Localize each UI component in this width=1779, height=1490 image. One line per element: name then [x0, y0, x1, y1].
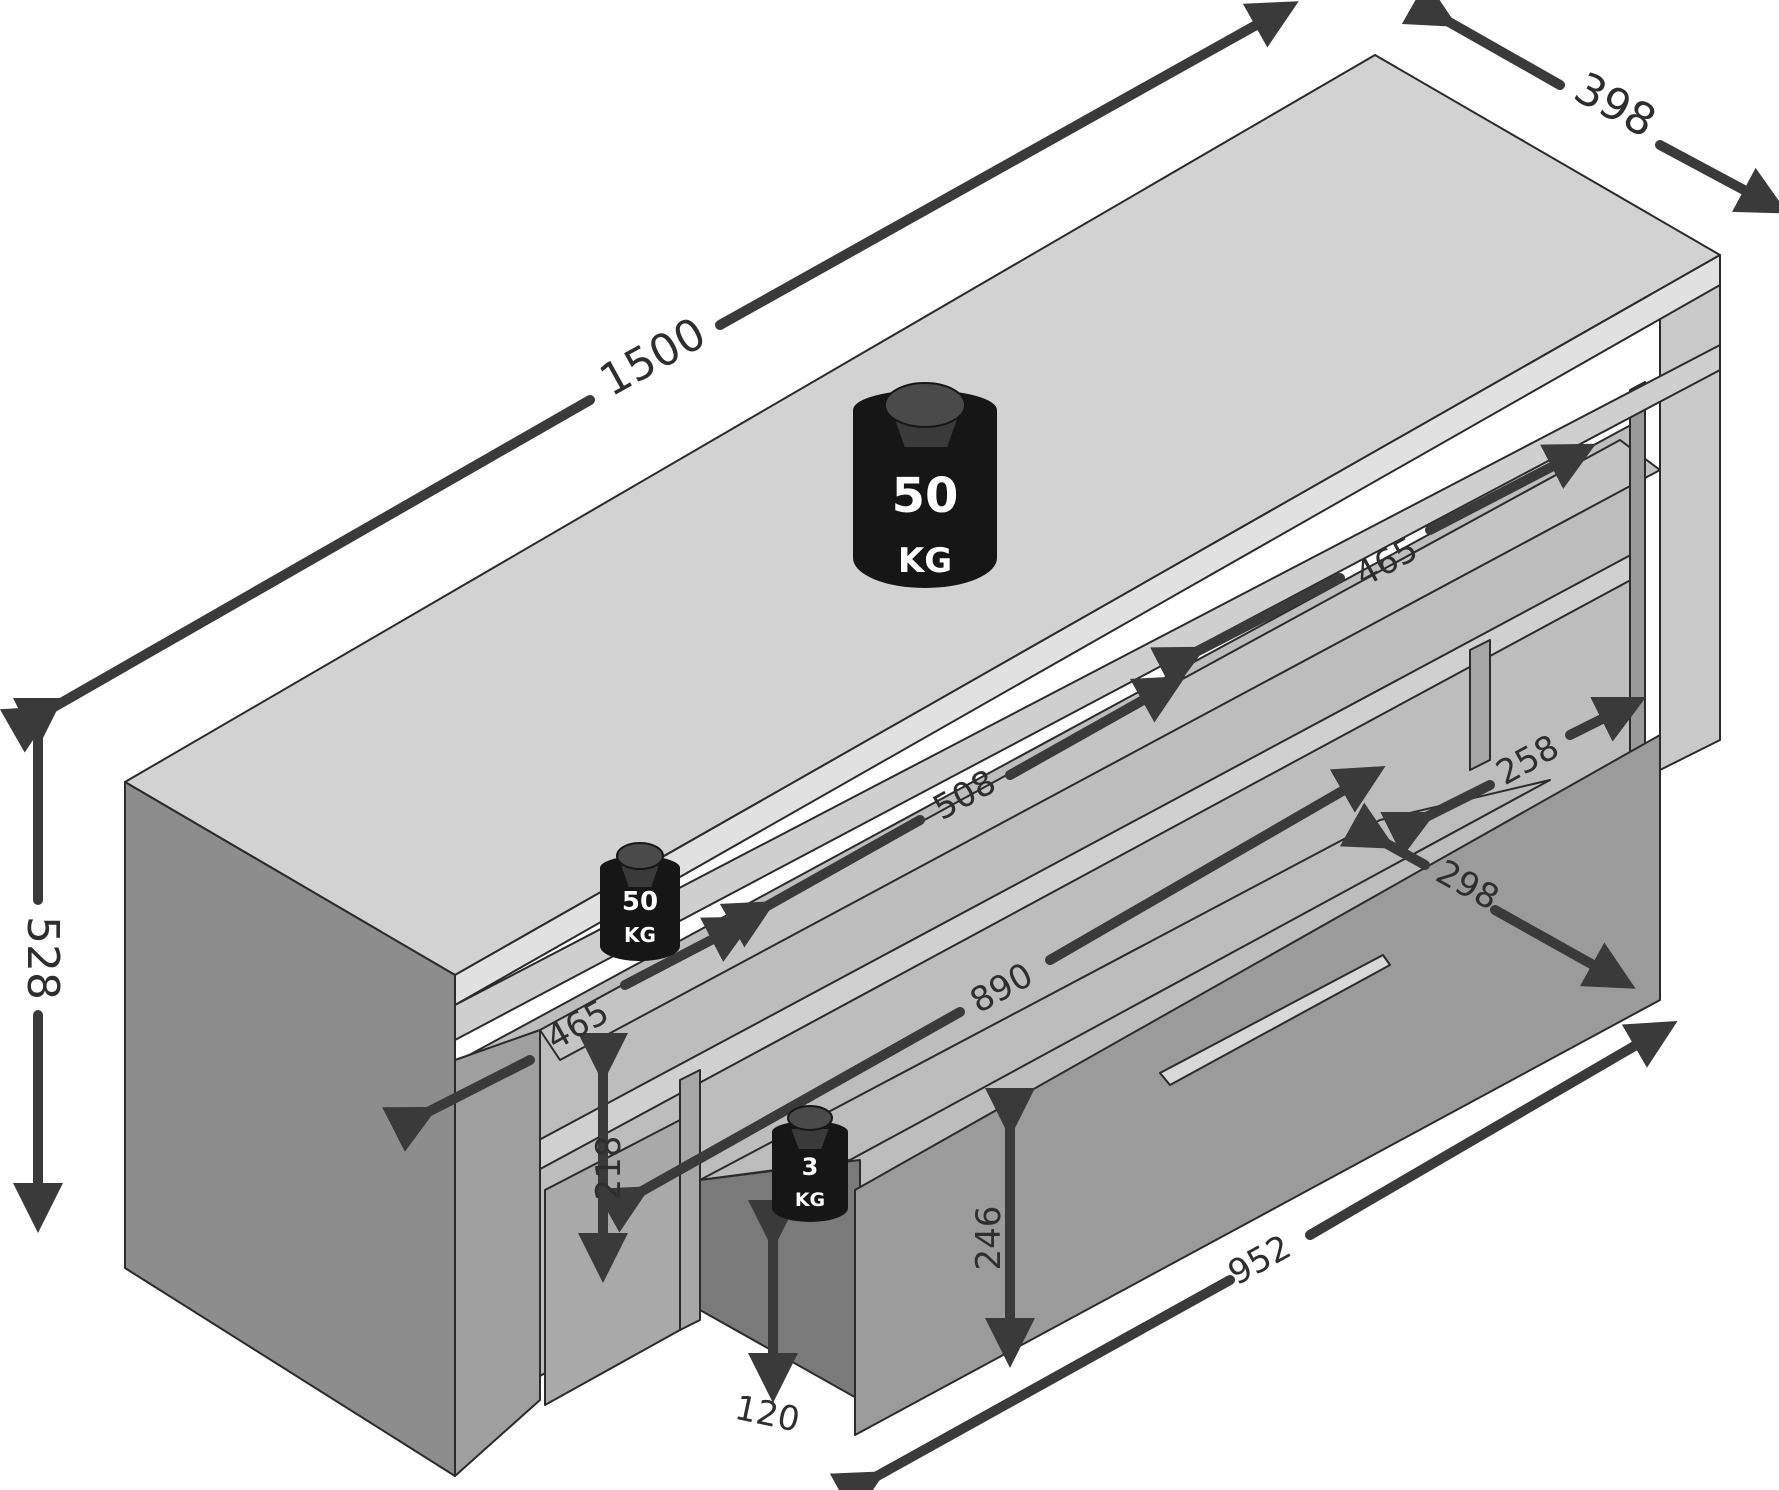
label-compartment-height: 218 [589, 1136, 629, 1201]
label-inner-drawer-height: 120 [731, 1388, 803, 1441]
arrow-drawer-depth-a [1339, 802, 1430, 870]
arrow-opening-b [1045, 765, 1386, 965]
arrow-shelf-width-a [719, 815, 925, 948]
weight-drawer-value: 3 [802, 1153, 819, 1181]
weight-shelf-value: 50 [622, 887, 658, 917]
label-height: 528 [17, 916, 68, 1000]
divider-right [1469, 639, 1491, 771]
divider-left [679, 1069, 701, 1331]
weight-drawer-unit: KG [795, 1189, 825, 1211]
arrow-shelf-left-a [382, 1055, 535, 1152]
arrow-drawer-width-a [829, 1275, 1235, 1490]
arrow-drawer-width-b [1305, 1020, 1678, 1240]
arrow-width-a [0, 395, 595, 753]
arrow-depth-a [1401, 0, 1565, 90]
weight-shelf-icon: 50 KG [600, 842, 680, 961]
arrow-opening-a [594, 1007, 965, 1233]
arrow-shelf-right-b [1425, 443, 1596, 535]
left-front-post [454, 1029, 541, 1477]
arrow-depth-b [1655, 140, 1779, 214]
arrow-side-depth-b [1565, 696, 1647, 742]
cabinet-body [124, 54, 1721, 1477]
drawer-front [854, 734, 1661, 1436]
arrow-drawer-depth-b [1490, 905, 1636, 989]
arrow-side-depth-a [1380, 780, 1495, 857]
label-width: 1500 [592, 308, 715, 407]
upper-shelf [539, 439, 1661, 1061]
arrow-shelf-width-b [1005, 676, 1186, 780]
arrow-shelf-left-b [620, 916, 756, 990]
label-depth: 398 [1566, 63, 1664, 148]
weight-top-value: 50 [892, 468, 959, 524]
right-side-panel [1659, 254, 1721, 771]
right-front-post [1629, 381, 1646, 769]
drawer-handle [1159, 954, 1391, 1086]
weight-top-unit: KG [898, 541, 952, 581]
arrow-shelf-right-a [1150, 573, 1345, 692]
weight-shelf-unit: KG [624, 923, 656, 947]
label-drawer-height: 246 [969, 1206, 1009, 1271]
weight-drawer-icon: 3 KG [772, 1105, 848, 1222]
arrow-width-b [715, 1, 1299, 330]
weight-top-icon: 50 KG [853, 382, 997, 588]
